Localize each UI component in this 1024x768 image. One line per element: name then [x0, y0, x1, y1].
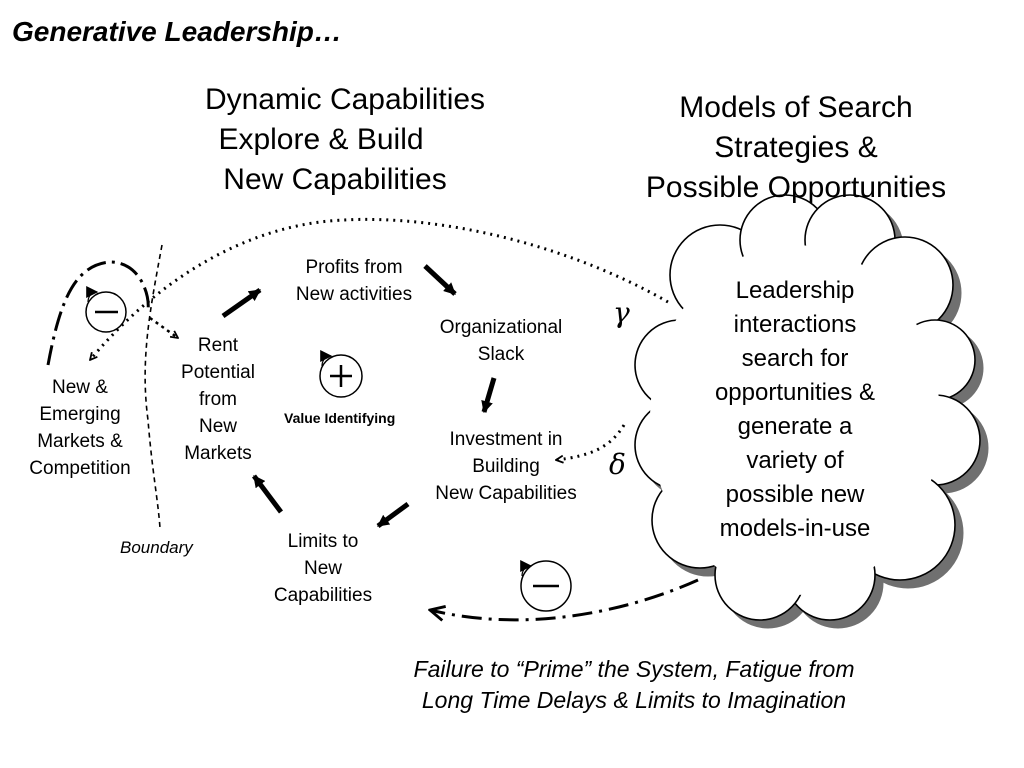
failure-caption: Failure to “Prime” the System, Fatigue f… — [380, 654, 888, 716]
node-line: New — [303, 558, 342, 579]
boundary-to-rent-arrow — [149, 316, 178, 338]
node-limits: Limits to New Capabilities — [254, 528, 392, 609]
arrow-slack-to-investment — [481, 377, 497, 414]
arrow-limits-to-rent — [252, 474, 283, 514]
boundary-line — [144, 244, 163, 529]
node-line: Rent — [197, 335, 239, 356]
label-value-identifying: Value Identifying — [284, 408, 396, 428]
node-investment: Investment in Building New Capabilities — [418, 426, 594, 507]
arrow-profits-to-slack — [423, 264, 457, 296]
cloud-line: models-in-use — [719, 515, 871, 542]
cloud-line: generate a — [737, 413, 853, 440]
node-rent-potential: Rent Potential from New Markets — [168, 332, 268, 467]
label-delta: δ — [609, 448, 626, 481]
node-organizational-slack: Organizational Slack — [426, 314, 576, 368]
heading-line: Dynamic Capabilities — [204, 83, 486, 116]
cloud-line: search for — [741, 345, 849, 372]
node-line: Markets & — [37, 431, 123, 452]
delta-link-arrow — [556, 424, 626, 460]
heading-line: Strategies & — [714, 131, 878, 164]
heading-line: Explore & Build — [218, 123, 424, 156]
node-line: from — [199, 389, 237, 410]
cloud-text: Leadership interactions search for oppor… — [690, 274, 900, 546]
heading-dynamic-capabilities: Dynamic Capabilities Explore & Build New… — [190, 80, 500, 200]
cloud-line: possible new — [725, 481, 865, 508]
arrow-rent-to-profits — [221, 287, 262, 319]
label-boundary: Boundary — [120, 538, 193, 557]
node-line: Limits to — [287, 531, 359, 552]
cloud-line: Leadership — [735, 277, 855, 304]
heading-line: New Capabilities — [223, 163, 447, 196]
node-line: Slack — [477, 344, 525, 365]
balancing-loop-bottom-symbol — [520, 560, 572, 612]
balancing-loop-left-arc — [46, 260, 150, 366]
heading-models-of-search: Models of Search Strategies & Possible O… — [628, 88, 964, 208]
node-new-markets: New & Emerging Markets & Competition — [14, 374, 146, 482]
node-line: New — [198, 416, 237, 437]
page-title: Generative Leadership… — [12, 16, 342, 47]
node-line: Markets — [184, 443, 252, 464]
loop-label-line: Value — [284, 410, 321, 426]
loop-label-line: Identifying — [324, 410, 396, 426]
node-line: New Capabilities — [435, 483, 577, 504]
node-line: Capabilities — [273, 585, 373, 606]
cloud-fill — [650, 245, 940, 595]
heading-line: Models of Search — [679, 91, 913, 124]
node-line: New activities — [295, 284, 413, 305]
node-line: Organizational — [439, 317, 563, 338]
node-line: Building — [472, 456, 540, 477]
caption-line: Long Time Delays & Limits to Imagination — [421, 687, 847, 713]
caption-line: Failure to “Prime” the System, Fatigue f… — [413, 656, 855, 682]
node-line: Profits from — [305, 257, 403, 278]
node-profits: Profits from New activities — [280, 254, 428, 308]
node-line: Emerging — [39, 404, 121, 425]
node-line: Competition — [29, 458, 131, 479]
node-line: Investment in — [449, 429, 563, 450]
failure-arc — [430, 578, 699, 620]
node-line: Potential — [181, 362, 255, 383]
arrow-investment-to-limits — [376, 501, 410, 529]
label-gamma: γ — [613, 296, 630, 329]
cloud-line: opportunities & — [714, 379, 876, 406]
cloud-line: interactions — [733, 311, 857, 338]
node-line: New & — [52, 377, 108, 398]
reinforcing-loop-symbol — [319, 350, 363, 398]
balancing-loop-left-symbol — [85, 286, 127, 333]
heading-line: Possible Opportunities — [645, 171, 947, 204]
cloud-line: variety of — [746, 447, 844, 474]
